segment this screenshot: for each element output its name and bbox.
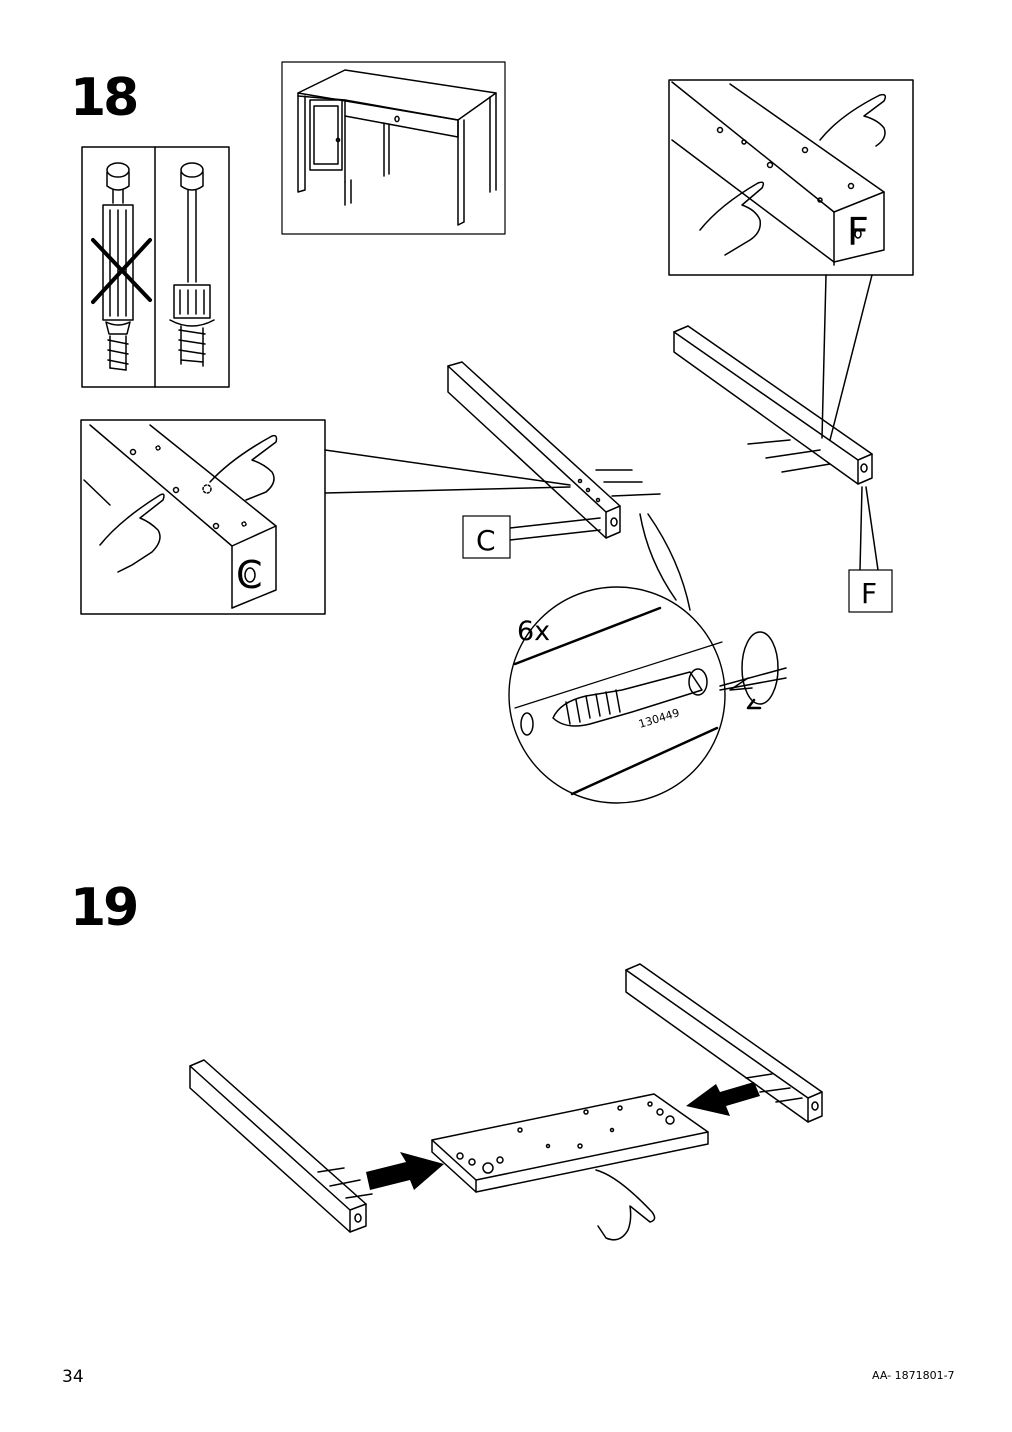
correct-cam-lock: [169, 162, 215, 367]
arrow-left-icon: [686, 1082, 760, 1116]
step-19-number: 19: [70, 878, 139, 938]
leg-c: [447, 361, 661, 539]
quantity-label: 6x: [517, 616, 550, 647]
pointing-hand-icon: [99, 493, 165, 573]
detail-panel-c: [80, 419, 326, 615]
part-number-label: 130449: [637, 706, 681, 731]
part-label-f-box: [848, 569, 893, 613]
pointing-hand-icon: [819, 93, 887, 147]
leg-f: [673, 325, 873, 485]
part-label-f: F: [861, 577, 877, 610]
desk-overview: [281, 61, 506, 235]
arrow-right-icon: [366, 1152, 444, 1190]
detail-panel-f: [668, 79, 914, 276]
page-number: 34: [62, 1367, 84, 1387]
cam-lock-zoom-detail: [508, 513, 787, 804]
part-label-c: C: [476, 524, 496, 557]
document-id: AA- 1871801-7: [872, 1369, 955, 1382]
detail-label-c: C: [236, 553, 263, 597]
cam-lock-comparison: [81, 146, 230, 388]
step-18-number: 18: [70, 68, 139, 128]
pointing-hand-icon: [595, 1169, 656, 1241]
part-label-c-box: [462, 515, 511, 559]
step-19-assembly: [189, 963, 823, 1241]
detail-label-f: F: [847, 210, 869, 254]
incorrect-cam-lock: [91, 162, 152, 371]
pointing-hand-icon: [699, 181, 765, 256]
pointing-hand-icon: [209, 434, 278, 501]
